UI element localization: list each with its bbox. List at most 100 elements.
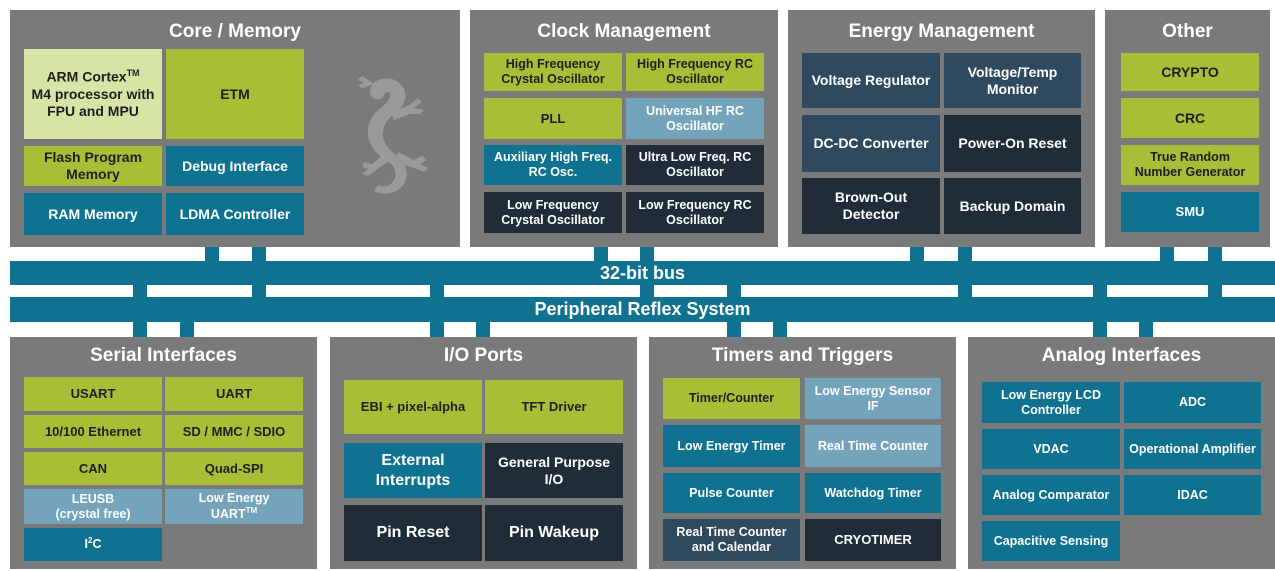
idac-label: IDAC [1177, 487, 1208, 502]
ethernet-block: 10/100 Ethernet [24, 415, 162, 448]
panel-energy-management: Energy Management Voltage Regulator Volt… [788, 10, 1095, 247]
brown-out-detector-block: Brown-Out Detector [802, 178, 940, 234]
pll-block: PLL [484, 98, 622, 139]
peripheral-reflex-system: Peripheral Reflex System [10, 297, 1275, 322]
lf-rc-oscillator: Low Frequency RC Oscillator [626, 192, 764, 233]
panel-serial-interfaces: Serial Interfaces USART UART 10/100 Ethe… [10, 337, 317, 569]
panel-title: I/O Ports [443, 345, 524, 366]
vreg-label: Voltage Regulator [811, 72, 931, 89]
ram-label: RAM Memory [48, 205, 138, 222]
flash-memory-block: Flash Program Memory [24, 146, 162, 186]
sd-label: SD / MMC / SDIO [182, 423, 286, 439]
arm-rest-label: M4 processor with FPU and MPU [31, 85, 155, 119]
tft-driver-block: TFT Driver [485, 380, 623, 434]
rtcc-label: Real Time Counter and Calendar [676, 525, 787, 554]
bus-32bit: 32-bit bus [10, 261, 1275, 285]
leusb-label: LEUSB [71, 491, 115, 506]
panel-title: Energy Management [848, 21, 1035, 42]
smu-label: SMU [1175, 204, 1205, 220]
panel-title: Serial Interfaces [90, 345, 237, 366]
auxiliary-hf-rc-oscillator: Auxiliary High Freq. RC Osc. [484, 145, 622, 185]
lesense-label: Low Energy Sensor IF [814, 383, 932, 413]
crypto-label: CRYPTO [1161, 63, 1219, 80]
arm-label: ARM Cortex [46, 69, 127, 86]
le-timer-block: Low Energy Timer [663, 425, 800, 467]
prs-label: Peripheral Reflex System [534, 299, 751, 319]
uhfrco-label: Universal HF RC Oscillator [646, 103, 744, 133]
panel-timers-triggers: Timers and Triggers Timer/Counter Low En… [649, 337, 956, 569]
leusb-sublabel: (crystal free) [55, 506, 131, 521]
cryotimer-label: CRYOTIMER [834, 532, 912, 548]
hf-rc-oscillator: High Frequency RC Oscillator [626, 53, 764, 91]
uart-block: UART [165, 377, 303, 411]
rtc-block: Real Time Counter [805, 425, 941, 467]
le-lcd-controller-block: Low Energy LCD Controller [982, 382, 1120, 423]
crc-block: CRC [1121, 98, 1259, 138]
panel-clock-management: Clock Management High Frequency Crystal … [470, 10, 778, 247]
pinwake-label: Pin Wakeup [508, 524, 600, 542]
panel-title: Clock Management [537, 21, 711, 42]
le-sensor-if-block: Low Energy Sensor IF [805, 378, 941, 419]
pulse-counter-block: Pulse Counter [663, 473, 800, 513]
opamp-block: Operational Amplifier [1124, 429, 1261, 469]
letimer-label: Low Energy Timer [677, 438, 786, 453]
ulfrco-label: Ultra Low Freq. RC Oscillator [638, 150, 752, 179]
rtcc-block: Real Time Counter and Calendar [663, 519, 800, 561]
ldma-label: LDMA Controller [179, 205, 291, 222]
panel-title: Other [1162, 21, 1213, 42]
i2c-label-c: C [92, 537, 102, 552]
gpio-label: General Purpose I/O [497, 453, 611, 487]
pcnt-label: Pulse Counter [689, 485, 774, 500]
backup-domain-block: Backup Domain [944, 178, 1081, 234]
ebi-label: EBI + pixel-alpha [360, 399, 466, 415]
usart-label: USART [70, 386, 116, 402]
acmp-label: Analog Comparator [992, 487, 1110, 502]
extint-label: External Interrupts [375, 452, 451, 489]
pinreset-label: Pin Reset [376, 524, 450, 542]
vtemp-label: Voltage/Temp Monitor [967, 63, 1058, 97]
tft-label: TFT Driver [521, 399, 587, 415]
crc-label: CRC [1174, 109, 1206, 126]
pin-reset-block: Pin Reset [344, 505, 482, 561]
por-label: Power-On Reset [958, 135, 1067, 152]
i2c-label-i: I [84, 537, 88, 552]
timer-counter-block: Timer/Counter [663, 378, 800, 419]
trademark-mark: TM [126, 68, 140, 79]
bus-32bit-label: 32-bit bus [599, 262, 685, 283]
panel-other: Other CRYPTO CRC True Random Number Gene… [1105, 10, 1270, 247]
voltage-regulator-block: Voltage Regulator [802, 53, 940, 108]
backup-label: Backup Domain [959, 197, 1066, 214]
hfxo-label: High Frequency Crystal Oscillator [501, 57, 605, 86]
ldma-controller-block: LDMA Controller [166, 193, 304, 235]
debug-label: Debug Interface [182, 157, 288, 174]
rtc-label: Real Time Counter [817, 438, 929, 453]
flash-label: Flash Program Memory [43, 149, 143, 182]
true-random-number-generator: True Random Number Generator [1121, 145, 1259, 185]
eth-label: 10/100 Ethernet [44, 423, 142, 439]
usart-block: USART [24, 377, 162, 411]
auxhf-label: Auxiliary High Freq. RC Osc. [493, 150, 613, 179]
power-on-reset-block: Power-On Reset [944, 115, 1081, 172]
bus-connector [773, 322, 787, 337]
bus-connector [476, 322, 490, 337]
panel-core-memory: Core / Memory ARM CortexTM M4 processor w… [10, 10, 460, 247]
qspi-label: Quad-SPI [204, 460, 264, 476]
dcdc-label: DC-DC Converter [813, 135, 929, 152]
timer-label: Timer/Counter [688, 391, 775, 405]
panel-title: Core / Memory [169, 21, 301, 42]
capacitive-sensing-block: Capacitive Sensing [982, 521, 1120, 561]
debug-interface-block: Debug Interface [166, 146, 304, 186]
vdac-label: VDAC [1033, 441, 1069, 456]
hfrco-label: High Frequency RC Oscillator [637, 57, 753, 86]
adc-label: ADC [1178, 395, 1207, 409]
sd-mmc-sdio-block: SD / MMC / SDIO [165, 415, 303, 448]
crypto-block: CRYPTO [1121, 53, 1259, 91]
bus-connector [180, 322, 194, 337]
trng-label: True Random Number Generator [1134, 150, 1246, 179]
smu-block: SMU [1121, 192, 1259, 232]
panel-analog-interfaces: Analog Interfaces Low Energy LCD Control… [968, 337, 1275, 569]
lfxo-label: Low Frequency Crystal Oscillator [501, 197, 605, 227]
arm-cortex-block: ARM CortexTM M4 processor with FPU and MP… [24, 49, 162, 139]
gpio-block: General Purpose I/O [485, 443, 623, 498]
bus-connector [1160, 247, 1174, 261]
